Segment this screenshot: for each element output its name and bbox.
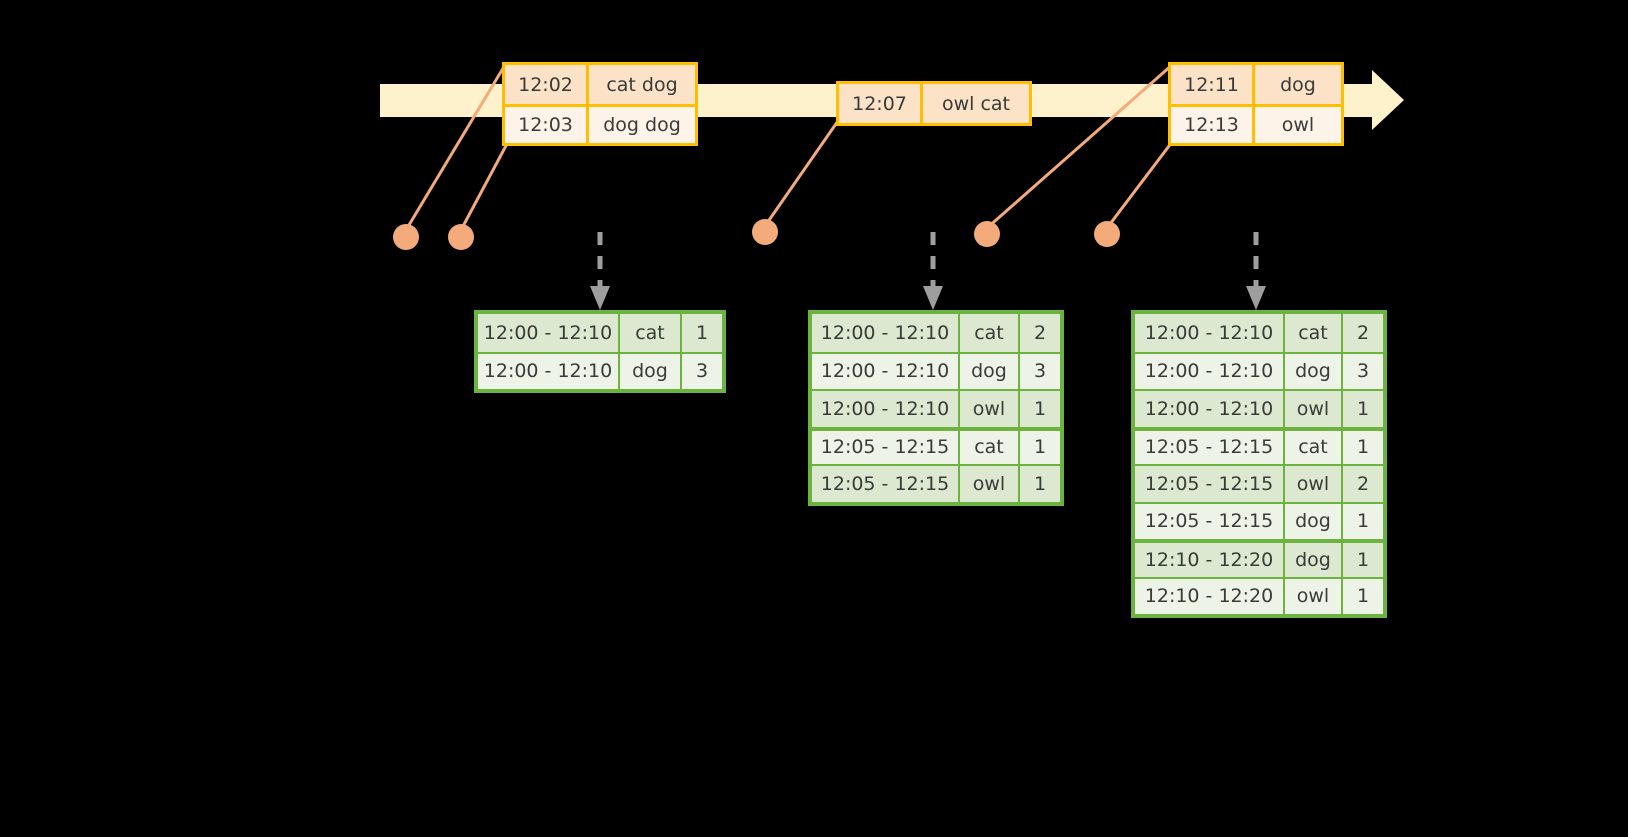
count-cell: 2 [1343,314,1383,352]
window-cell: 12:10 - 12:20 [1135,578,1285,614]
stream-timeline-arrow-icon [1372,70,1404,130]
count-cell: 1 [1343,503,1383,539]
connector-dot-4 [974,221,1000,247]
event-time: 12:02 [505,65,589,104]
count-cell: 1 [1343,430,1383,464]
window-cell: 12:00 - 12:10 [812,314,960,352]
key-cell: dog [620,353,682,389]
stream-event-box-1[interactable]: 12:02 cat dog 12:03 dog dog [502,62,698,146]
event-value: owl [1255,107,1341,143]
key-cell: owl [1285,466,1343,502]
key-cell: dog [1285,503,1343,539]
connector-dot-3 [752,219,778,245]
emit-arrow-2 [923,232,943,310]
key-cell: cat [620,314,682,352]
stream-event-row: 12:03 dog dog [505,104,695,143]
event-time: 12:11 [1171,65,1255,104]
window-cell: 12:00 - 12:10 [1135,314,1285,352]
window-cell: 12:05 - 12:15 [1135,430,1285,464]
stream-event-row: 12:13 owl [1171,104,1341,143]
window-cell: 12:00 - 12:10 [1135,391,1285,427]
key-cell: owl [1285,578,1343,614]
count-cell: 3 [1343,353,1383,389]
key-cell: dog [960,353,1020,389]
count-cell: 3 [1020,353,1060,389]
stream-event-row: 12:07 owl cat [839,84,1029,123]
event-value: owl cat [923,84,1029,123]
count-cell: 3 [682,353,722,389]
stream-event-box-3[interactable]: 12:11 dog 12:13 owl [1168,62,1344,146]
key-cell: dog [1285,353,1343,389]
window-cell: 12:05 - 12:15 [812,430,960,464]
connector-dot-5 [1094,221,1120,247]
key-cell: cat [1285,314,1343,352]
event-value: cat dog [589,65,695,104]
window-cell: 12:05 - 12:15 [1135,466,1285,502]
stream-event-row: 12:02 cat dog [505,65,695,104]
window-cell: 12:00 - 12:10 [1135,353,1285,389]
stream-event-box-2[interactable]: 12:07 owl cat [836,81,1032,126]
window-cell: 12:05 - 12:15 [812,466,960,502]
count-cell: 1 [1020,391,1060,427]
count-cell: 2 [1020,314,1060,352]
key-cell: cat [960,430,1020,464]
stream-event-row: 12:11 dog [1171,65,1341,104]
window-cell: 12:00 - 12:10 [812,391,960,427]
key-cell: owl [960,391,1020,427]
count-cell: 1 [1343,391,1383,427]
key-cell: owl [960,466,1020,502]
event-value: dog [1255,65,1341,104]
emit-arrow-3 [1246,232,1266,310]
window-cell: 12:05 - 12:15 [1135,503,1285,539]
count-cell: 1 [1020,430,1060,464]
event-value: dog dog [589,107,695,143]
event-time: 12:13 [1171,107,1255,143]
key-cell: cat [1285,430,1343,464]
window-cell: 12:00 - 12:10 [478,353,620,389]
count-cell: 2 [1343,466,1383,502]
window-cell: 12:00 - 12:10 [812,353,960,389]
count-cell: 1 [1343,578,1383,614]
window-cell: 12:00 - 12:10 [478,314,620,352]
count-cell: 1 [682,314,722,352]
count-cell: 1 [1343,543,1383,577]
event-time: 12:07 [839,84,923,123]
key-cell: dog [1285,543,1343,577]
window-cell: 12:10 - 12:20 [1135,543,1285,577]
count-cell: 1 [1020,466,1060,502]
key-cell: owl [1285,391,1343,427]
connector-dot-2 [448,224,474,250]
key-cell: cat [960,314,1020,352]
connector-dot-1 [393,224,419,250]
event-time: 12:03 [505,107,589,143]
emit-arrow-1 [590,232,610,310]
